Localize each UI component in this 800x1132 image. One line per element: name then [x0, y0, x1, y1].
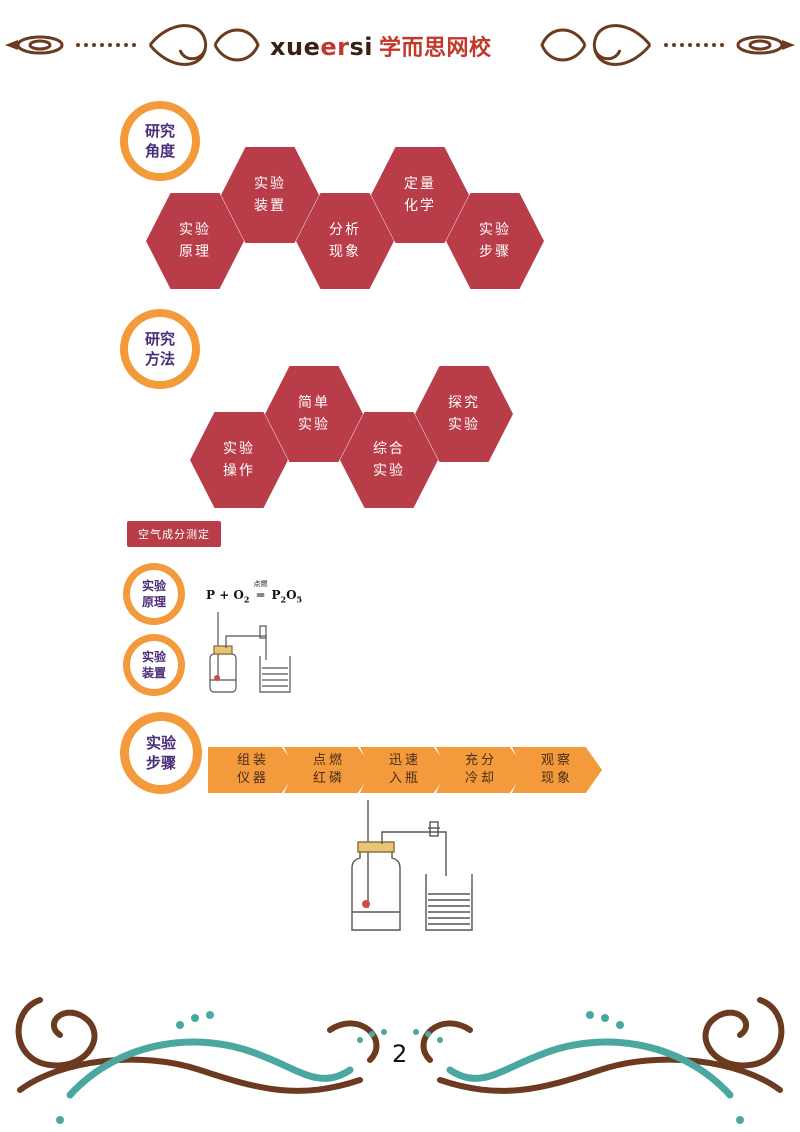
page-number: 2: [392, 1040, 408, 1068]
step-observe: 观察现象: [512, 747, 602, 793]
apparatus-large-diagram: [351, 800, 473, 931]
badge-principle: 实验原理: [123, 563, 185, 625]
hex-simple: 简单实验: [265, 366, 363, 462]
hex-analyze: 分析现象: [296, 193, 394, 289]
badge-apparatus: 实验装置: [123, 634, 185, 696]
header-ornament: [5, 24, 795, 66]
step-cool: 充分冷却: [436, 747, 526, 793]
step-assemble: 组装仪器: [208, 747, 298, 793]
hex-explore: 探究实验: [415, 366, 513, 462]
badge-research-method: 研究方法: [120, 309, 200, 389]
step-insert: 迅速入瓶: [360, 747, 450, 793]
step-ignite: 点燃红磷: [284, 747, 374, 793]
hex-comprehensive: 综合实验: [340, 412, 438, 508]
hex-quantitative: 定量化学: [371, 147, 469, 243]
footer-ornament: [15, 997, 785, 1124]
badge-steps: 实验步骤: [120, 712, 202, 794]
section-tag-air: 空气成分测定: [127, 521, 221, 547]
apparatus-small-diagram: [209, 612, 291, 693]
badge-research-angle: 研究角度: [120, 101, 200, 181]
